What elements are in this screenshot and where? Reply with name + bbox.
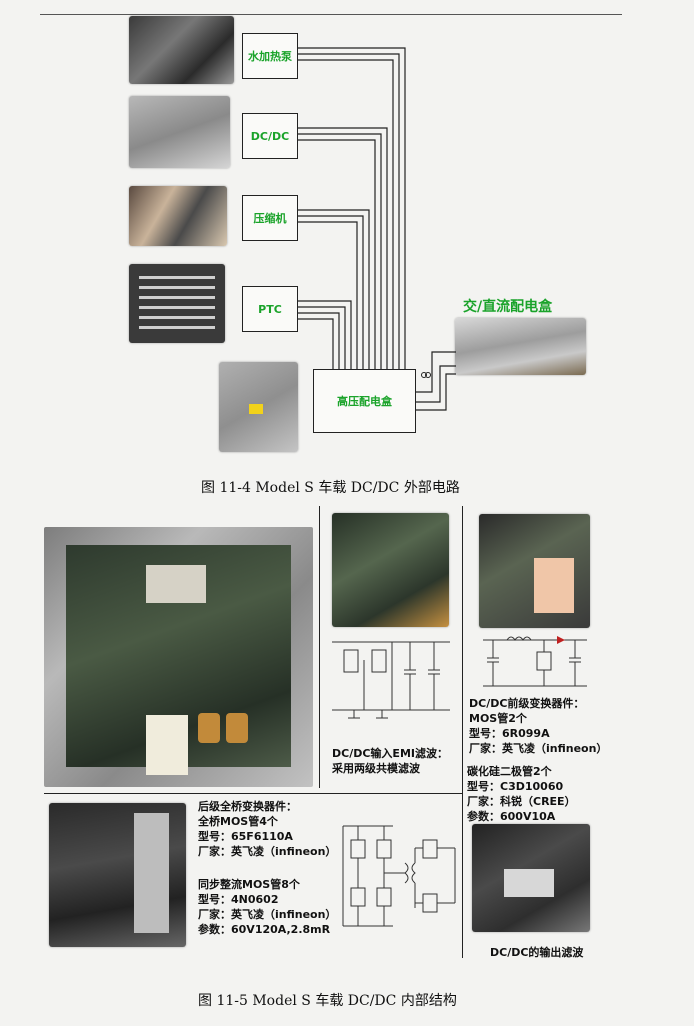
full-bridge-info: 后级全桥变换器件： 全桥MOS管4个 型号：65F6110A 厂家：英飞凌（in… <box>198 799 336 859</box>
pre-stage-line4: 厂家：英飞凌（infineon） <box>469 742 608 755</box>
acdc-box-photo <box>455 318 586 375</box>
pre-stage-photo <box>479 514 590 628</box>
ptc-label: PTC <box>258 302 282 316</box>
water-heater-photo <box>129 16 234 84</box>
sic-diode-line2: 型号：C3D10060 <box>467 780 564 793</box>
divider-v2 <box>462 506 463 958</box>
full-bridge-line4: 厂家：英飞凌（infineon） <box>198 845 337 858</box>
sic-diode-info: 碳化硅二极管2个 型号：C3D10060 厂家：科锐（CREE） 参数：600V… <box>467 764 576 824</box>
water-heater-box: 水加热泵 <box>242 33 298 79</box>
emi-filter-photo <box>332 513 449 627</box>
full-bridge-photo <box>49 803 186 947</box>
output-filter-caption: DC/DC的输出滤波 <box>490 946 584 959</box>
pre-stage-line3: 型号：6R099A <box>469 727 550 740</box>
wiring-diagram <box>296 47 456 411</box>
dcdc-pcb-photo <box>44 527 313 787</box>
full-bridge-schematic <box>342 825 456 927</box>
sync-rect-line4: 参数：60V120A,2.8mR <box>198 923 331 936</box>
sync-rect-line2: 型号：4N0602 <box>198 893 279 906</box>
hv-distribution-box: 高压配电盒 <box>313 369 416 433</box>
dcdc-photo <box>129 96 230 168</box>
sic-diode-line4: 参数：600V10A <box>467 810 556 823</box>
sic-diode-line1: 碳化硅二极管2个 <box>467 765 552 778</box>
full-bridge-line1: 后级全桥变换器件： <box>198 800 297 813</box>
hv-box-label: 高压配电盒 <box>337 395 392 408</box>
full-bridge-line3: 型号：65F6110A <box>198 830 293 843</box>
pre-stage-line2: MOS管2个 <box>469 712 527 725</box>
dcdc-box: DC/DC <box>242 113 298 159</box>
output-filter-photo <box>472 824 590 932</box>
emi-filter-schematic <box>332 641 450 719</box>
pre-stage-info: DC/DC前级变换器件： MOS管2个 型号：6R099A 厂家：英飞凌（inf… <box>469 696 607 756</box>
sync-rect-line3: 厂家：英飞凌（infineon） <box>198 908 337 921</box>
pre-stage-schematic <box>483 636 587 687</box>
compressor-box: 压缩机 <box>242 195 298 241</box>
acdc-box-label: 交/直流配电盒 <box>463 299 553 315</box>
ptc-photo <box>129 264 225 343</box>
divider-h1 <box>44 793 462 794</box>
water-heater-label: 水加热泵 <box>248 50 292 63</box>
compressor-photo <box>129 186 227 246</box>
sync-rect-info: 同步整流MOS管8个 型号：4N0602 厂家：英飞凌（infineon） 参数… <box>198 877 336 937</box>
sic-diode-line3: 厂家：科锐（CREE） <box>467 795 576 808</box>
page-top-rule <box>40 14 622 15</box>
sync-rect-line1: 同步整流MOS管8个 <box>198 878 300 891</box>
ptc-box: PTC <box>242 286 298 332</box>
emi-caption-line2: 采用两级共模滤波 <box>332 762 420 775</box>
compressor-label: 压缩机 <box>253 212 287 225</box>
figure-11-5-caption: 图 11-5 Model S 车载 DC/DC 内部结构 <box>198 993 457 1009</box>
dcdc-label: DC/DC <box>250 129 290 143</box>
emi-caption: DC/DC输入EMI滤波： 采用两级共模滤波 <box>332 746 448 776</box>
emi-caption-line1: DC/DC输入EMI滤波： <box>332 747 448 760</box>
divider-v1 <box>319 506 320 788</box>
pre-stage-line1: DC/DC前级变换器件： <box>469 697 585 710</box>
hv-box-photo <box>219 362 298 452</box>
full-bridge-line2: 全桥MOS管4个 <box>198 815 278 828</box>
figure-11-4-caption: 图 11-4 Model S 车载 DC/DC 外部电路 <box>201 480 460 496</box>
